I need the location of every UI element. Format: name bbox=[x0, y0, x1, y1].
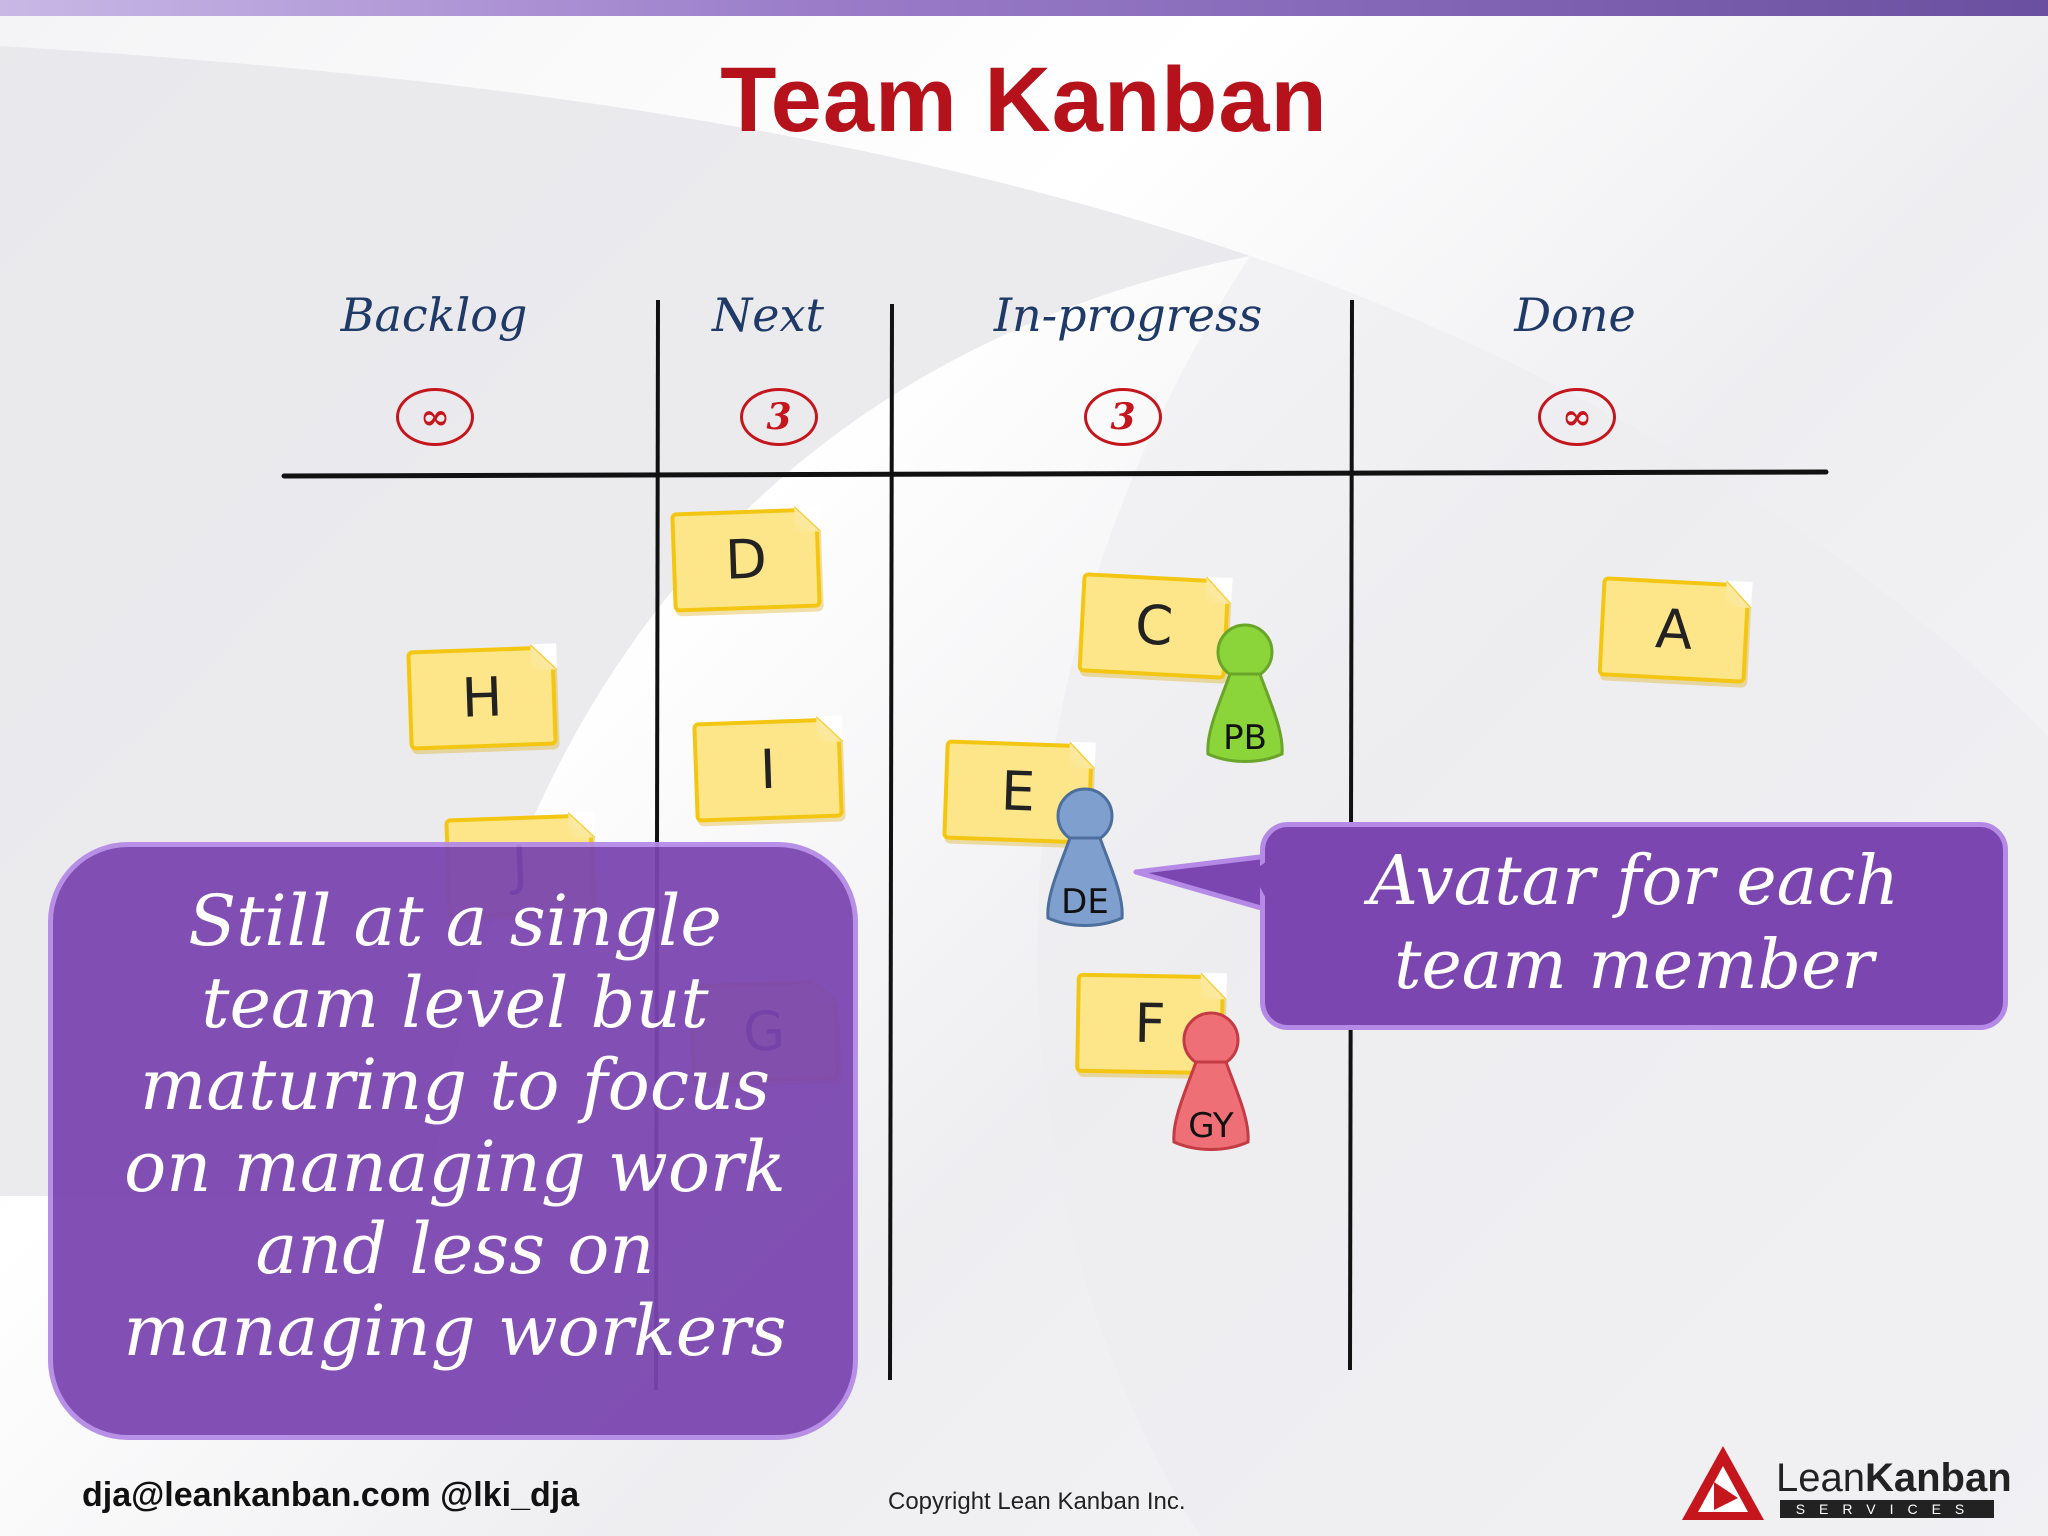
wip-limit-next: 3 bbox=[740, 388, 818, 446]
avatar-pb[interactable]: PB bbox=[1200, 622, 1290, 772]
avatar-pawn-icon bbox=[1206, 623, 1284, 763]
callout-left-line: team level but bbox=[201, 962, 709, 1044]
avatar-label: PB bbox=[1223, 718, 1267, 758]
avatar-de[interactable]: DE bbox=[1040, 786, 1130, 936]
avatar-label: DE bbox=[1061, 882, 1109, 922]
column-header-next: Next bbox=[712, 288, 824, 342]
top-accent-bar bbox=[0, 0, 2048, 16]
callout-right-text: Avatar for each team member bbox=[1262, 840, 2006, 1008]
wip-limit-done: ∞ bbox=[1538, 388, 1616, 446]
pawn-body bbox=[1046, 836, 1124, 927]
avatar-gy[interactable]: GY bbox=[1166, 1010, 1256, 1160]
avatar-pawn-icon bbox=[1046, 787, 1124, 927]
leankanban-logo-text: LeanKanban bbox=[1776, 1456, 2012, 1500]
callout-right-box bbox=[1260, 822, 2008, 1030]
wip-limit-in-progress: 3 bbox=[1084, 388, 1162, 446]
callout-left-line: on managing work bbox=[124, 1126, 786, 1208]
callout-left-box bbox=[48, 842, 858, 1440]
callout-left-line: Still at a single bbox=[188, 880, 722, 962]
callout-left-line: managing workers bbox=[123, 1290, 787, 1372]
column-divider-2 bbox=[888, 303, 894, 1381]
column-header-in-progress: In-progress bbox=[993, 288, 1263, 342]
wip-limit-backlog: ∞ bbox=[396, 388, 474, 446]
pawn-body bbox=[1172, 1060, 1250, 1151]
leankanban-logo-icon bbox=[1682, 1446, 1764, 1520]
avatar-pawn-icon bbox=[1172, 1011, 1250, 1151]
callout-left-text: Still at a single team level but maturin… bbox=[70, 880, 840, 1372]
footer-contact: dja@leankanban.com @lki_dja bbox=[82, 1476, 580, 1514]
leankanban-logo-services: SERVICES bbox=[1780, 1500, 1994, 1518]
slide-title: Team Kanban bbox=[720, 49, 1328, 151]
callout-right-line: Avatar for each bbox=[1368, 842, 1900, 921]
column-header-backlog: Backlog bbox=[340, 288, 528, 342]
footer-copyright: Copyright Lean Kanban Inc. bbox=[888, 1488, 1186, 1515]
board-header-line bbox=[281, 469, 1829, 479]
avatar-label: GY bbox=[1188, 1106, 1234, 1146]
callout-left-line: maturing to focus bbox=[139, 1044, 771, 1126]
callout-right-line: team member bbox=[1394, 926, 1874, 1005]
callout-left-line: and less on bbox=[255, 1208, 655, 1290]
column-header-done: Done bbox=[1514, 288, 1636, 342]
pawn-body bbox=[1206, 672, 1284, 763]
